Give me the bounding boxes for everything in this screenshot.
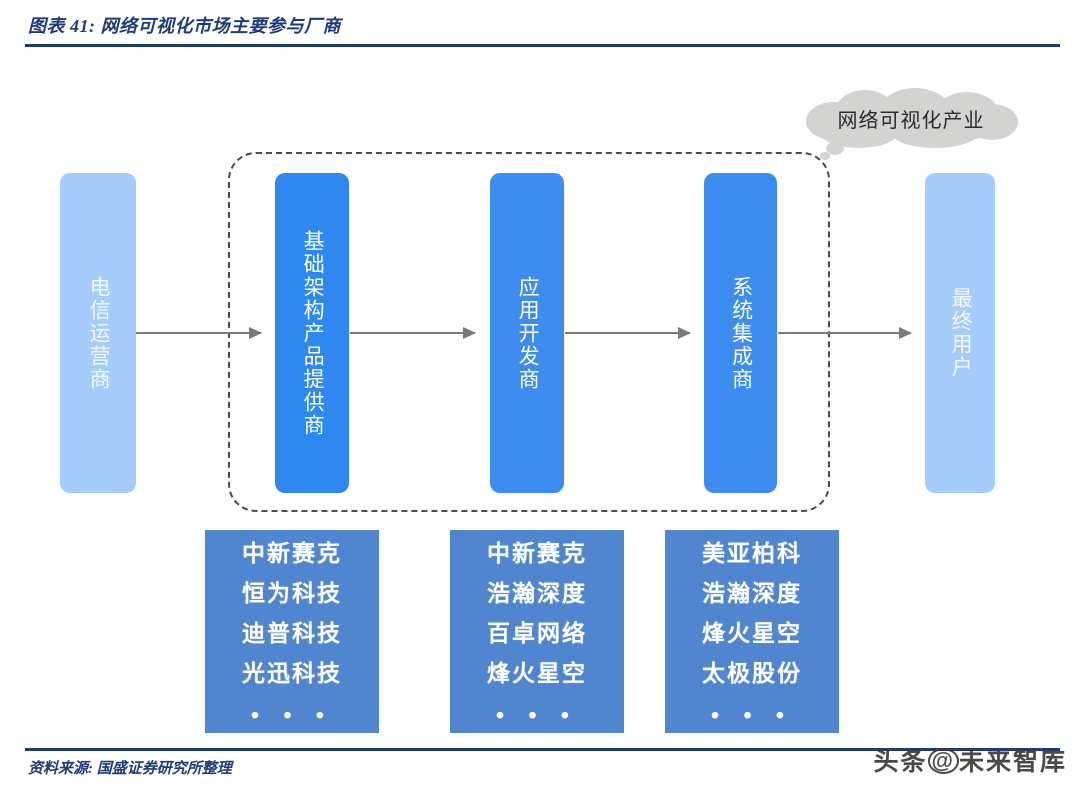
arrow-sysint-to-enduser (778, 327, 912, 339)
chain-node-label: 基础架构产品提供商 (301, 229, 325, 437)
chain-node-label: 电信运营商 (87, 275, 111, 391)
company-list-application[interactable]: 中新赛克 浩瀚深度 百卓网络 烽火星空 • • • (450, 530, 624, 733)
source-note: 资料来源: 国盛证券研究所整理 (28, 761, 232, 777)
company-list-more-indicator: • • • (251, 702, 333, 728)
watermark-left-text: 头条 (873, 748, 928, 776)
page-title: 图表 41: 网络可视化市场主要参与厂商 (28, 16, 341, 36)
watermark-right-text: 未来智库 (958, 748, 1067, 776)
chain-node-label: 应用开发商 (516, 275, 540, 391)
cloud-puff-icon (892, 118, 978, 148)
watermark: 头条@未来智库 (874, 742, 1067, 778)
company-name: 美亚柏科 (702, 541, 802, 566)
arrow-telecom-to-infra (136, 327, 262, 339)
company-list-infrastructure[interactable]: 中新赛克 恒为科技 迪普科技 光迅科技 • • • (205, 530, 379, 733)
header-divider (25, 44, 1060, 47)
company-name: 中新赛克 (487, 541, 587, 566)
company-list-more-indicator: • • • (711, 702, 793, 728)
chain-node-application-developer[interactable]: 应用开发商 (490, 173, 564, 493)
chain-node-end-user[interactable]: 最终用户 (925, 173, 995, 493)
arrow-appdev-to-sysint (565, 327, 691, 339)
company-name: 烽火星空 (487, 661, 587, 686)
company-name: 百卓网络 (487, 621, 587, 646)
chain-node-label: 最终用户 (949, 287, 973, 379)
footer-divider (25, 748, 1060, 751)
company-name: 太极股份 (702, 661, 802, 686)
company-name: 烽火星空 (702, 621, 802, 646)
chain-node-telecom-operator[interactable]: 电信运营商 (60, 173, 136, 493)
chain-node-label: 系统集成商 (729, 275, 753, 391)
company-name: 中新赛克 (242, 541, 342, 566)
company-name: 迪普科技 (242, 621, 342, 646)
company-name: 光迅科技 (242, 661, 342, 686)
company-name: 浩瀚深度 (702, 581, 802, 606)
company-list-more-indicator: • • • (496, 702, 578, 728)
at-icon: @ (927, 748, 959, 774)
cloud-tail-icon (826, 142, 844, 155)
cloud-label: 网络可视化产业 (837, 109, 985, 132)
company-name: 恒为科技 (242, 581, 342, 606)
company-list-system-integration[interactable]: 美亚柏科 浩瀚深度 烽火星空 太极股份 • • • (665, 530, 839, 733)
chain-node-infrastructure-provider[interactable]: 基础架构产品提供商 (275, 173, 349, 493)
chain-node-system-integrator[interactable]: 系统集成商 (704, 173, 777, 493)
company-name: 浩瀚深度 (487, 581, 587, 606)
arrow-infra-to-appdev (350, 327, 476, 339)
cloud-callout: 网络可视化产业 (800, 88, 1022, 160)
cloud-tail-icon (820, 152, 830, 160)
